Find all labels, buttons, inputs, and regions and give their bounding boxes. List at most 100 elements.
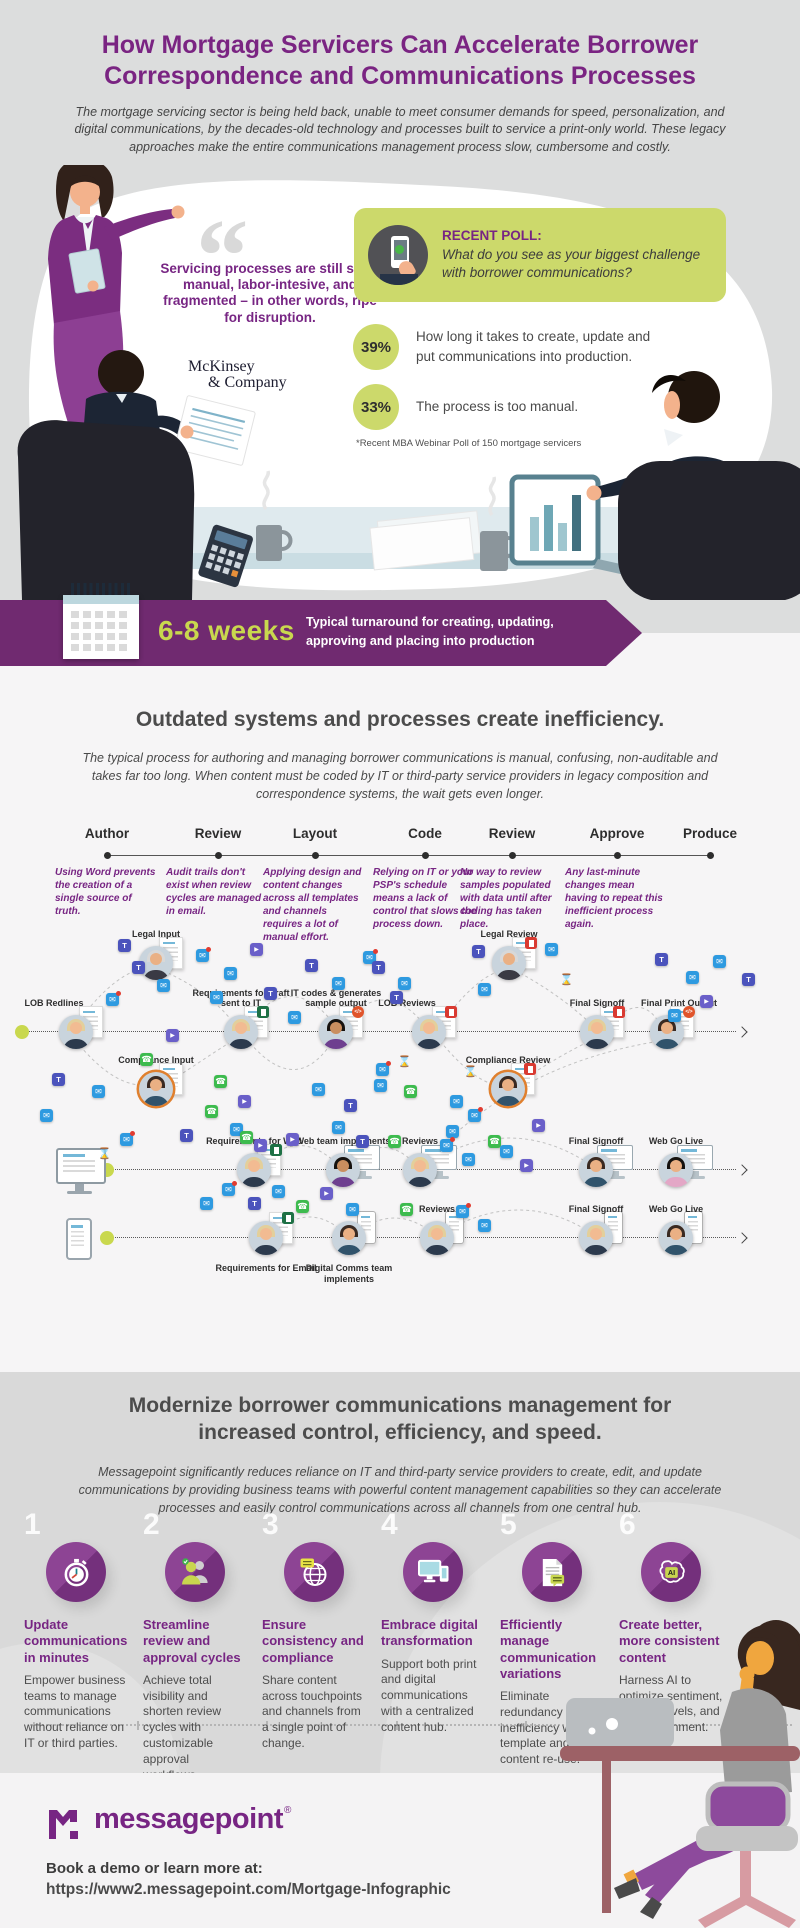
step-note: No way to review samples populated with … [460,867,552,930]
person-avatar [491,1072,525,1106]
recent-poll-card: RECENT POLL: What do you see as your big… [354,208,726,302]
item-number: 1 [24,1508,41,1541]
banner-text: Typical turnaround for creating, updatin… [306,615,554,649]
modernize-title: Modernize borrower communications manage… [128,1394,672,1445]
item-number: 3 [262,1508,279,1541]
step-dot [706,852,714,859]
mail-icon: ✉ [210,991,223,1004]
start-dot [100,1231,114,1245]
pdf-badge-icon [524,1063,536,1075]
teams-icon: T [118,939,131,952]
video-icon: ▶ [250,943,263,956]
step-note: Any last-minute changes mean having to r… [565,867,663,930]
step-dot [311,852,319,859]
teams-icon: T [356,1135,369,1148]
person-avatar [579,1221,613,1255]
process-step-review: Review No way to review samples populated… [456,826,568,930]
mail-notification-icon: ✉ [120,1131,135,1146]
phone-icon: ☎ [388,1135,401,1148]
excel-badge-icon [257,1006,269,1018]
phone-poll-icon [368,225,428,285]
person-avatar [326,1153,360,1187]
person-avatar [579,1153,613,1187]
footer: messagepoint ® Book a demo or learn more… [0,1773,800,1928]
person-avatar [659,1221,693,1255]
person-avatar [332,1221,366,1255]
poll-question: What do you see as your biggest challeng… [442,247,701,280]
footer-url-link[interactable]: https://www2.messagepoint.com/Mortgage-I… [46,1881,451,1898]
item-title: Streamline review and approval cycles [143,1617,241,1665]
video-icon: ▶ [286,1133,299,1146]
node-label: Final Signoff [568,1136,624,1147]
step-dot [214,852,222,859]
wait-icon: ⌛ [559,974,574,986]
phone-icon: ☎ [240,1131,253,1144]
turnaround-banner: 6-8 weeks Typical turnaround for creatin… [0,583,800,666]
doc-chat-icon [522,1542,582,1602]
video-icon: ▶ [700,995,713,1008]
person-avatar [237,1153,271,1187]
mail-notification-icon: ✉ [196,947,211,962]
messagepoint-m-icon [49,1810,78,1839]
step-label: Layout [292,826,338,841]
step-note: Applying design and content changes acro… [263,867,362,943]
phone-icon: ☎ [404,1085,417,1098]
people-icon [165,1542,225,1602]
stopwatch-icon [46,1542,106,1602]
footer-cta: Book a demo or learn more at: [46,1860,263,1877]
quote-attribution: McKinsey& Company [188,358,328,392]
mail-notification-icon: ✉ [222,1181,237,1196]
devices-icon [403,1542,463,1602]
mail-icon: ✉ [686,971,699,984]
mail-icon: ✉ [157,979,170,992]
step-label: Review [488,826,536,841]
video-icon: ▶ [320,1187,333,1200]
mail-icon: ✉ [374,1079,387,1092]
phone-icon: ☎ [296,1200,309,1213]
poll-result-text: The process is too manual. [416,398,579,414]
quote-mark: “ [196,197,249,314]
step-label: Produce [682,826,737,841]
person-avatar [403,1153,437,1187]
teams-icon: T [132,961,145,974]
poll-result-row: 33%The process is too manual. [353,384,651,430]
node-label: Legal Input [132,929,180,940]
banner-duration: 6-8 weeks [158,615,295,646]
seated-man-right [586,371,800,600]
person-avatar [420,1221,454,1255]
item-body: Eliminate redundancy and inefficiency wi… [500,1689,587,1767]
step-label: Approve [589,826,645,841]
step-dot [421,852,429,859]
item-number: 4 [381,1508,398,1541]
person-avatar [659,1153,693,1187]
messagepoint-logo: messagepoint ® [45,1805,291,1841]
mail-icon: ✉ [312,1083,325,1096]
quote-text: Servicing processes are still slow, manu… [160,261,380,325]
teams-icon: T [264,987,277,1000]
person-avatar [650,1015,684,1049]
mail-icon: ✉ [230,1123,243,1136]
mail-icon: ✉ [288,1011,301,1024]
excel-badge-icon [270,1144,282,1156]
code-badge-icon: </> [352,1006,364,1018]
attribution-line1: McKinsey [188,358,255,375]
item-body: Share content across touchpoints and cha… [262,1672,363,1751]
mail-icon: ✉ [545,943,558,956]
step-dot [508,852,516,859]
node-label: IT codes & generates sample output [290,987,382,1009]
item-body: Achieve total visibility and shorten rev… [143,1672,222,1773]
mail-icon: ✉ [713,955,726,968]
step-label: Author [84,826,130,841]
globe-icon [284,1542,344,1602]
poll-percent-badge: 39% [353,324,399,370]
mail-icon: ✉ [500,1145,513,1158]
node-label: Compliance Input [118,1055,194,1066]
mail-icon: ✉ [450,1095,463,1108]
